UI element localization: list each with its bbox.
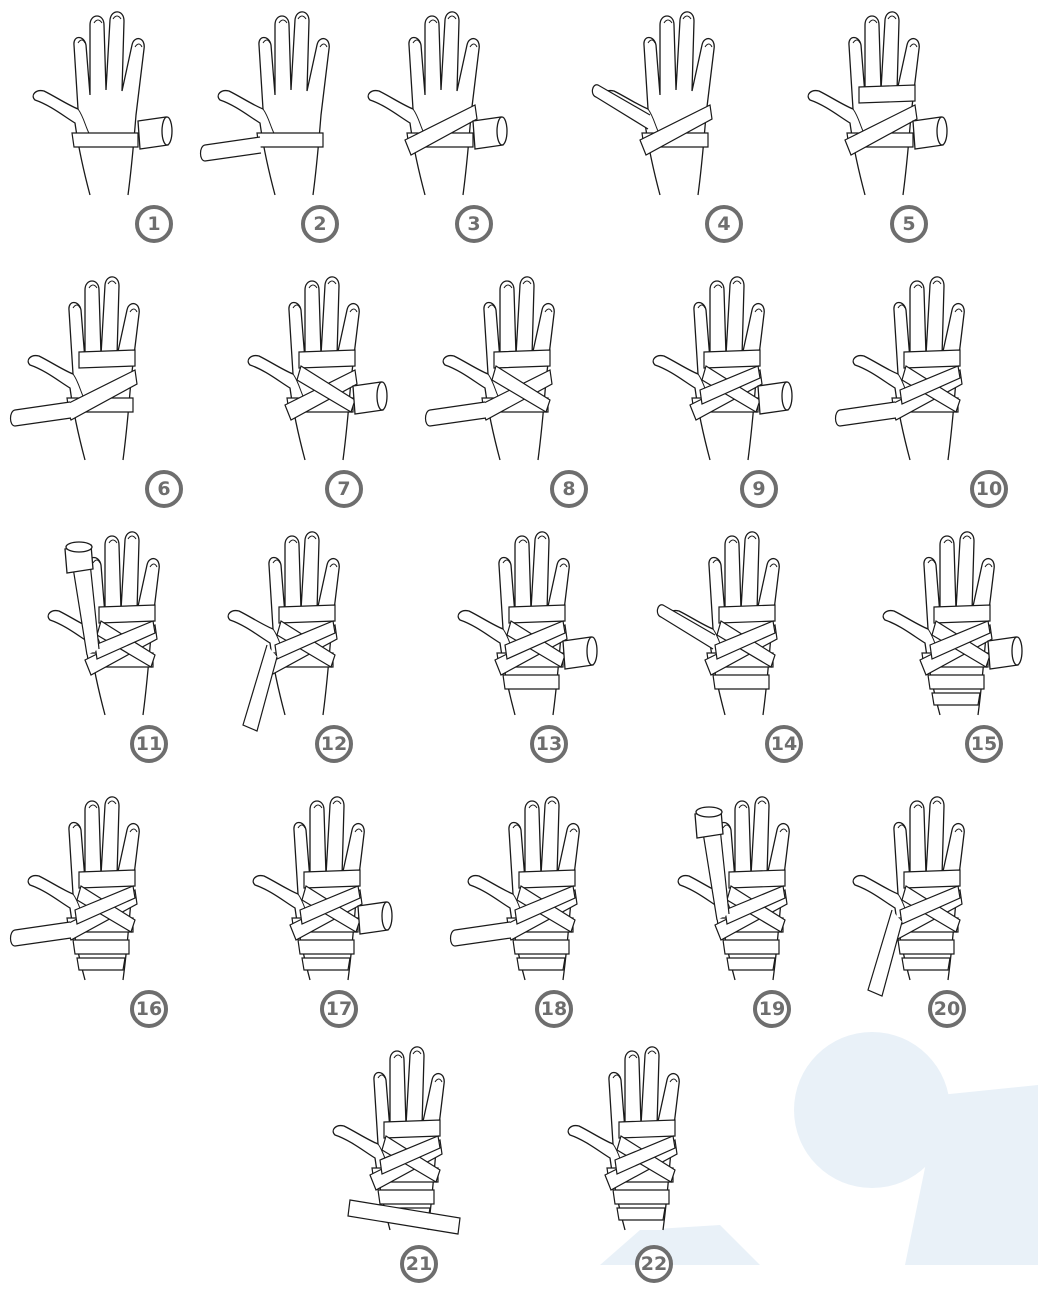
hand-wrap-illustration — [455, 790, 655, 1000]
step-number-badge: 9 — [740, 470, 778, 508]
wrap-step: 8 — [430, 270, 630, 520]
step-number-badge: 2 — [301, 205, 339, 243]
wrap-step: 9 — [640, 270, 840, 520]
step-number-badge: 6 — [145, 470, 183, 508]
wrap-step: 7 — [235, 270, 435, 520]
hand-wrap-illustration — [15, 270, 215, 480]
wrap-step: 18 — [455, 790, 655, 1040]
step-number-badge: 1 — [135, 205, 173, 243]
step-number-badge: 10 — [970, 470, 1008, 508]
wrap-step: 15 — [870, 525, 1038, 775]
hand-wrap-illustration — [870, 525, 1038, 735]
hand-wrap-illustration — [35, 525, 235, 735]
hand-wrap-illustration — [590, 5, 790, 215]
wrap-step: 6 — [15, 270, 215, 520]
step-number-badge: 15 — [965, 725, 1003, 763]
step-number-badge: 18 — [535, 990, 573, 1028]
wrap-step: 1 — [20, 5, 220, 255]
wrap-step: 19 — [665, 790, 865, 1040]
hand-wrap-illustration — [235, 270, 435, 480]
wrap-step: 22 — [555, 1040, 755, 1290]
step-number-badge: 4 — [705, 205, 743, 243]
hand-wrap-illustration — [840, 790, 1038, 1000]
step-number-badge: 17 — [320, 990, 358, 1028]
wrap-step: 12 — [215, 525, 415, 775]
wrap-step: 5 — [795, 5, 995, 255]
step-number-badge: 16 — [130, 990, 168, 1028]
step-number-badge: 12 — [315, 725, 353, 763]
hand-wrap-illustration — [445, 525, 645, 735]
wrap-step: 14 — [655, 525, 855, 775]
wrap-step: 16 — [15, 790, 215, 1040]
hand-wrap-illustration — [840, 270, 1038, 480]
step-number-badge: 22 — [635, 1245, 673, 1283]
hand-wrap-illustration — [655, 525, 855, 735]
hand-wrap-illustration — [555, 1040, 755, 1250]
hand-wrap-illustration — [20, 5, 220, 215]
wrap-step: 17 — [240, 790, 440, 1040]
step-number-badge: 3 — [455, 205, 493, 243]
hand-wrap-illustration — [355, 5, 555, 215]
hand-wrap-illustration — [15, 790, 215, 1000]
wrap-step: 21 — [320, 1040, 520, 1290]
step-number-badge: 20 — [928, 990, 966, 1028]
step-number-badge: 21 — [400, 1245, 438, 1283]
wrap-step: 3 — [355, 5, 555, 255]
step-number-badge: 14 — [765, 725, 803, 763]
wrap-step: 13 — [445, 525, 645, 775]
hand-wrap-illustration — [795, 5, 995, 215]
wrap-step: 20 — [840, 790, 1038, 1040]
hand-wrap-illustration — [320, 1040, 520, 1250]
step-number-badge: 7 — [325, 470, 363, 508]
step-number-badge: 19 — [753, 990, 791, 1028]
step-number-badge: 11 — [130, 725, 168, 763]
step-number-badge: 13 — [530, 725, 568, 763]
hand-wrap-illustration — [430, 270, 630, 480]
hand-wrap-illustration — [240, 790, 440, 1000]
wrap-step: 11 — [35, 525, 235, 775]
step-number-badge: 5 — [890, 205, 928, 243]
hand-wrap-illustration — [665, 790, 865, 1000]
hand-wrap-illustration — [215, 525, 415, 735]
hand-wrap-illustration — [640, 270, 840, 480]
wrap-step: 4 — [590, 5, 790, 255]
step-number-badge: 8 — [550, 470, 588, 508]
wrap-step: 10 — [840, 270, 1038, 520]
